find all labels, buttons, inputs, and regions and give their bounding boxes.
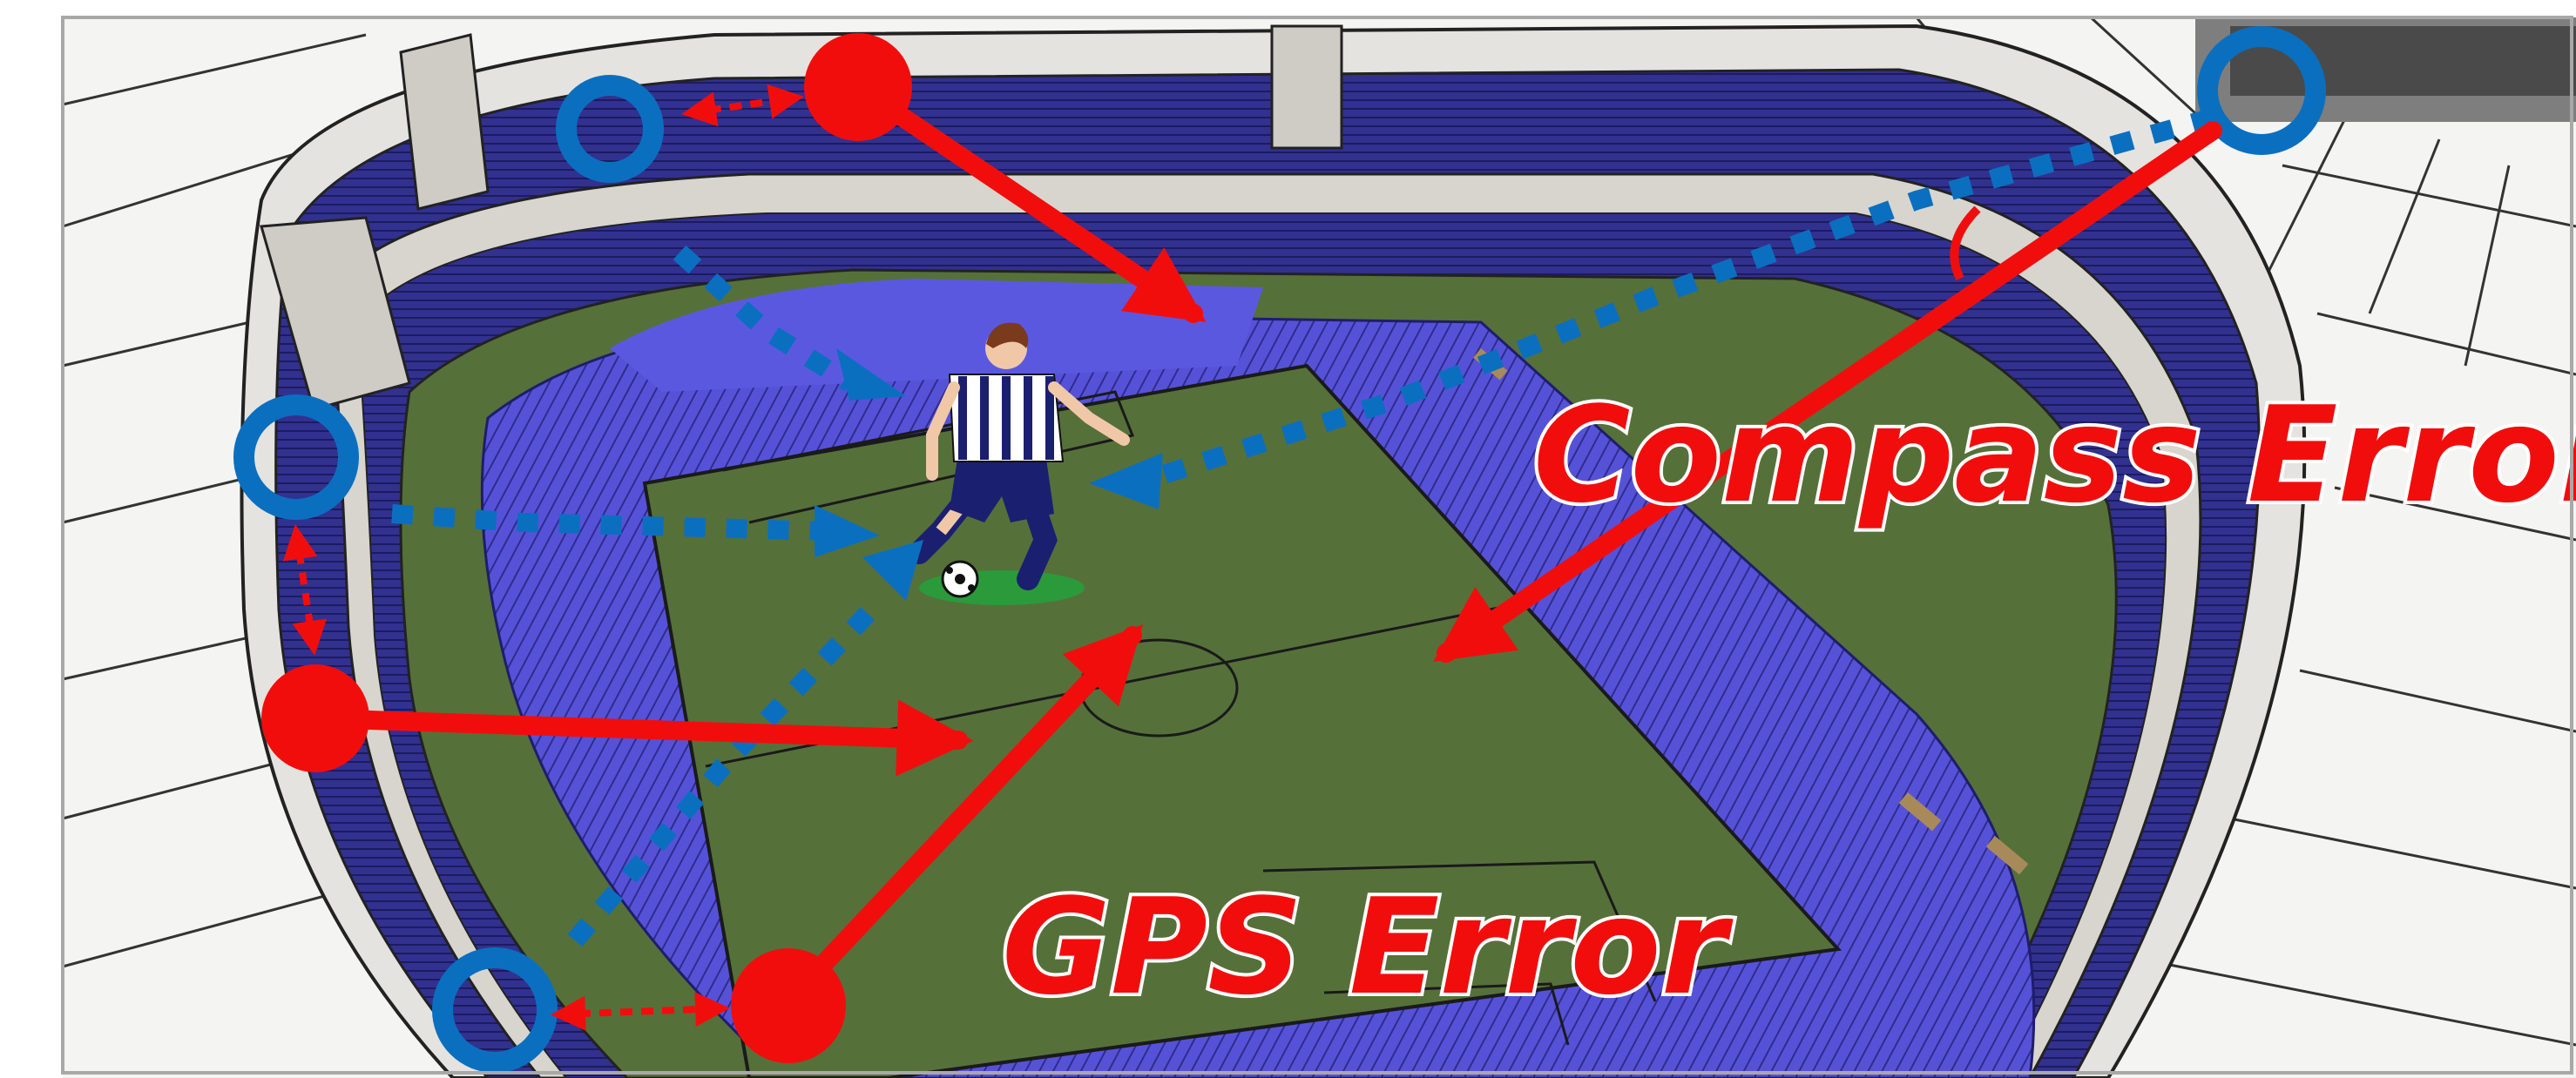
true-positions (261, 33, 912, 1063)
estimated-direction-bottom-left (567, 594, 887, 947)
gps-offset-bottom (551, 992, 730, 1031)
true-direction-arrows (308, 77, 2222, 1011)
soccer-ball-icon (941, 560, 979, 598)
estimated-position-top-left (556, 75, 664, 183)
estimated-position-top-right (2197, 26, 2326, 155)
arrowhead-blue-2 (815, 505, 880, 557)
estimated-direction-lines (391, 108, 2215, 947)
true-direction-top-right (1433, 121, 2222, 663)
arrowhead-blue-1 (836, 348, 906, 401)
estimated-direction-arrowheads (815, 348, 1163, 601)
estimated-direction-top-left (673, 245, 855, 392)
estimated-position-left (233, 394, 359, 520)
estimated-direction-top-right (1146, 108, 2215, 488)
arrowhead-blue-3 (862, 540, 923, 601)
true-direction-left (308, 699, 974, 777)
true-direction-bottom (779, 624, 1144, 1011)
gps-offset-top (681, 84, 804, 127)
frame-border (61, 16, 2573, 1075)
true-direction-top (849, 77, 1207, 323)
estimated-direction-left (391, 504, 828, 541)
true-position-bottom (731, 948, 846, 1063)
gps-error-label: GPS Error (1002, 870, 1734, 1024)
true-position-top (804, 33, 912, 141)
gps-offsets (282, 84, 804, 1031)
estimated-position-bottom-left (432, 947, 558, 1073)
estimated-positions (233, 26, 2326, 1073)
compass-angle-arc (1950, 205, 1981, 281)
arrowhead-blue-4 (1089, 453, 1163, 509)
soccer-player-icon (908, 322, 1130, 605)
true-position-left (261, 664, 369, 772)
stadium-bowl (240, 24, 2307, 1078)
compass-error-label: Compass Error (1533, 378, 2576, 532)
